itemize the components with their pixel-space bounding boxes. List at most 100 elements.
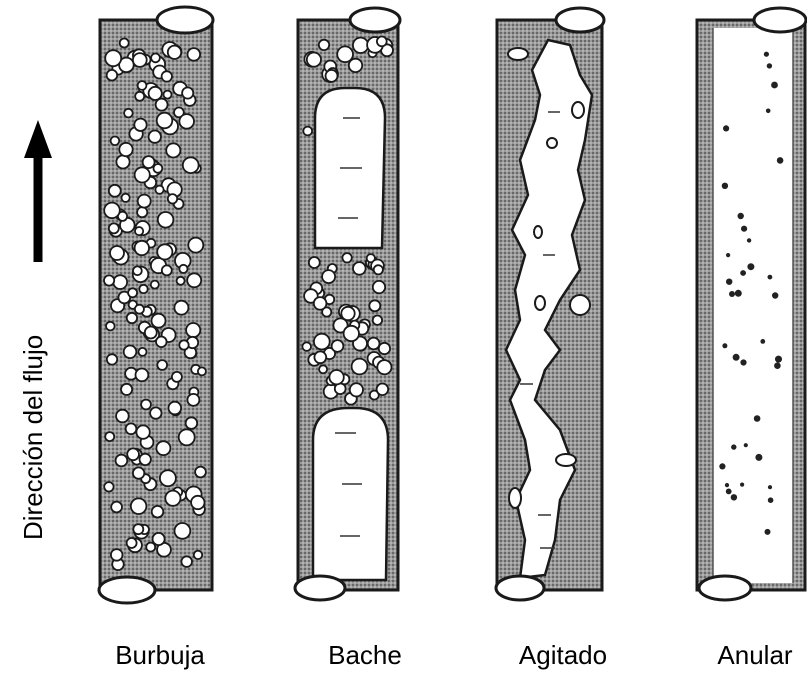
bubble (126, 423, 137, 434)
bubble (133, 524, 143, 534)
bubble (174, 301, 188, 315)
bubble (353, 38, 368, 53)
bubble (164, 91, 172, 99)
droplet (740, 483, 744, 487)
bubble (120, 39, 129, 48)
bubble (337, 46, 353, 62)
droplet (733, 354, 740, 361)
bubble (341, 307, 354, 320)
bubble (156, 441, 170, 455)
droplet (722, 343, 727, 348)
bubble (139, 348, 147, 356)
bubble (109, 223, 119, 233)
taylor-bubble-lower (313, 408, 388, 580)
bubble (134, 119, 146, 131)
bubble (172, 372, 182, 382)
pipe-bottom-end (295, 576, 345, 600)
bubble (181, 556, 192, 567)
droplet (735, 290, 742, 297)
droplet (775, 356, 782, 363)
bubble (140, 454, 151, 465)
bubble (195, 467, 206, 478)
bubble (314, 351, 326, 363)
bubble (104, 482, 113, 491)
droplet (768, 497, 774, 503)
bubble (152, 506, 164, 518)
bubble (169, 402, 182, 415)
bubble (111, 549, 123, 561)
bubble (168, 46, 181, 59)
pipe-bottom-end (99, 577, 155, 603)
bubble (138, 81, 147, 90)
bubble (157, 244, 172, 259)
bubble (149, 131, 161, 143)
bubble (162, 71, 172, 81)
bubble (156, 337, 167, 348)
bubble (136, 425, 149, 438)
label-annular: Anular (717, 640, 792, 671)
droplet (766, 109, 771, 114)
pipe-bottom-end (699, 576, 751, 600)
bubble (110, 246, 124, 260)
droplet (738, 213, 744, 219)
bubble (326, 70, 338, 82)
bubble (183, 157, 199, 173)
droplet (777, 157, 784, 164)
pipe-bottom-end (496, 576, 544, 600)
bubble (374, 265, 383, 274)
bubble (373, 281, 385, 293)
bubble (116, 455, 128, 467)
bubble (379, 343, 390, 354)
bubble (198, 367, 206, 375)
bubble (119, 143, 132, 156)
bubble (353, 262, 366, 275)
bubble (188, 48, 201, 61)
bubble (344, 326, 359, 341)
bubble (152, 314, 166, 328)
bubble (177, 277, 185, 285)
bubble (332, 340, 344, 352)
bubble (309, 257, 320, 268)
droplet (765, 529, 771, 535)
bubble (179, 265, 187, 273)
bubble (151, 54, 160, 63)
droplet (760, 339, 765, 344)
bubble (141, 400, 151, 410)
gas-core (713, 28, 793, 583)
bubble (116, 410, 129, 423)
droplet (719, 463, 725, 469)
bubble (186, 323, 200, 337)
droplet (754, 415, 761, 422)
bubble (145, 327, 157, 339)
droplet (725, 483, 729, 487)
bubble (322, 270, 335, 283)
bubble (368, 338, 380, 350)
droplet (772, 292, 778, 298)
bubble (133, 467, 144, 478)
bubble (179, 340, 188, 349)
bubble (307, 53, 321, 67)
bubble (104, 203, 120, 219)
droplet (723, 125, 729, 131)
bubble (138, 195, 151, 208)
droplet (741, 226, 747, 232)
bubble (168, 194, 177, 203)
droplet (767, 63, 772, 68)
pipe-bubble-flow (99, 7, 213, 603)
bubble (139, 285, 147, 293)
droplet (726, 489, 732, 495)
bubble (111, 137, 120, 146)
droplet (747, 238, 751, 242)
bubble (303, 127, 312, 136)
bubble (135, 167, 150, 182)
bubble (194, 551, 202, 559)
bubble (122, 194, 130, 202)
bubble (133, 266, 142, 275)
bubble (352, 359, 368, 375)
droplet (747, 263, 754, 270)
bubble (165, 491, 180, 506)
bubble (105, 50, 121, 66)
bubble (342, 253, 351, 262)
